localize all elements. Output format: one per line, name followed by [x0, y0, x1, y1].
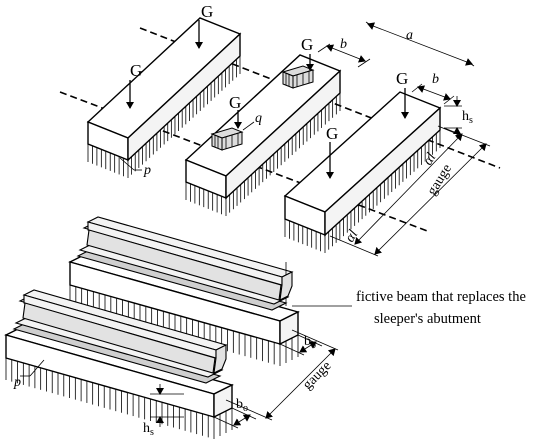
- sleeper-left-springs: [87, 56, 241, 178]
- b-label-upper: b: [340, 37, 347, 52]
- dimension-hs-upper: hs: [444, 96, 473, 138]
- q-label: q: [255, 111, 262, 126]
- dimension-bo-front: bo: [213, 397, 257, 429]
- bo-label-front: bo: [236, 397, 248, 414]
- sleeper-middle-springs: [185, 93, 341, 216]
- dimension-hs-lower: hs: [143, 384, 184, 438]
- distributed-load-q-right: [281, 65, 315, 89]
- load-labels-G: G G G G G G: [130, 2, 408, 143]
- rail-back: [68, 216, 300, 366]
- g-label-3: G: [301, 35, 313, 54]
- lower-rail-diagram: bo gauge bo hs p: [4, 216, 352, 439]
- rail-front-springs: [5, 358, 233, 439]
- caption-line-1: fictive beam that replaces the: [356, 289, 526, 305]
- fictive-beam-caption: fictive beam that replaces the sleeper's…: [356, 289, 526, 327]
- caption-line-2: sleeper's abutment: [374, 311, 481, 327]
- b-label-right: b: [432, 72, 439, 87]
- p-label-lower: p: [13, 375, 21, 390]
- g-label-5: G: [396, 69, 408, 88]
- dimension-a: a: [365, 21, 475, 67]
- sleeper-left-side: [127, 32, 241, 162]
- distributed-load-q-left: [210, 127, 244, 151]
- dimension-b-right: b: [411, 72, 455, 105]
- load-arrows-G: [126, 20, 409, 179]
- gauge-label-lower: gauge: [300, 359, 334, 393]
- a-label: a: [406, 28, 413, 43]
- g-label-1: G: [201, 2, 213, 21]
- p-label-upper: p: [143, 163, 151, 178]
- upper-sleeper-diagram: G G G G G G b a b: [59, 2, 501, 257]
- alpha-l-label-upper: αl: [421, 151, 440, 169]
- hs-label-upper: hs: [462, 109, 473, 126]
- p-label-lower-group: p: [13, 359, 45, 390]
- rail-front: [4, 289, 234, 439]
- p-label-upper-group: p: [119, 157, 151, 178]
- q-label-group: q: [242, 111, 262, 131]
- g-label-2: G: [130, 61, 142, 80]
- g-label-4: G: [229, 93, 241, 112]
- dimension-b-upper: b: [317, 37, 371, 68]
- bo-label-back: bo: [304, 334, 316, 351]
- sleeper-middle-side: [225, 69, 341, 200]
- hs-label-lower: hs: [143, 421, 154, 438]
- g-label-6: G: [326, 124, 338, 143]
